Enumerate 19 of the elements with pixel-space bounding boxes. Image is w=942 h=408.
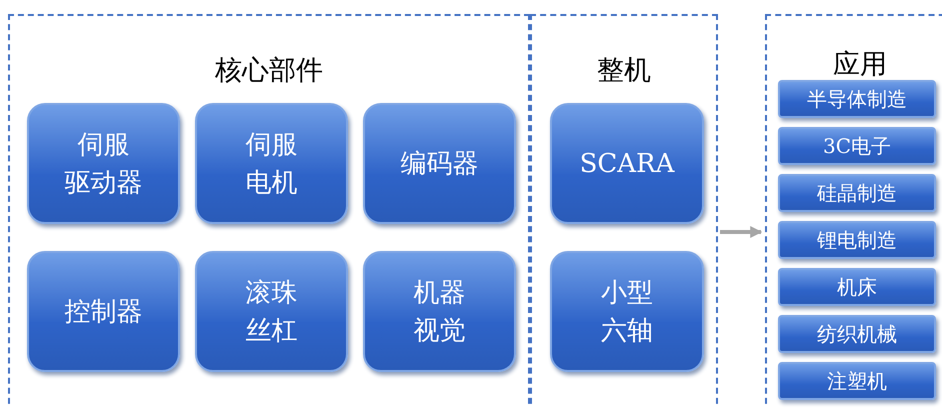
application-box: 纺织机械	[778, 315, 936, 353]
panel-title: 应用	[832, 48, 888, 82]
panel-title: 整机	[596, 54, 652, 88]
component-box: 伺服驱动器	[27, 103, 180, 224]
component-box: 机器视觉	[363, 251, 516, 372]
application-box: 3C电子	[778, 127, 936, 165]
application-box: 锂电制造	[778, 221, 936, 259]
arrow	[720, 226, 762, 238]
component-box: SCARA	[550, 103, 704, 224]
component-box: 伺服电机	[195, 103, 348, 224]
panel-title: 核心部件	[214, 54, 324, 88]
component-box: 小型六轴	[550, 251, 704, 372]
component-box: 编码器	[363, 103, 516, 224]
component-box: 控制器	[27, 251, 180, 372]
component-box: 滚珠丝杠	[195, 251, 348, 372]
application-box: 硅晶制造	[778, 174, 936, 212]
application-box: 机床	[778, 268, 936, 306]
application-box: 半导体制造	[778, 80, 936, 118]
application-box: 注塑机	[778, 362, 936, 400]
